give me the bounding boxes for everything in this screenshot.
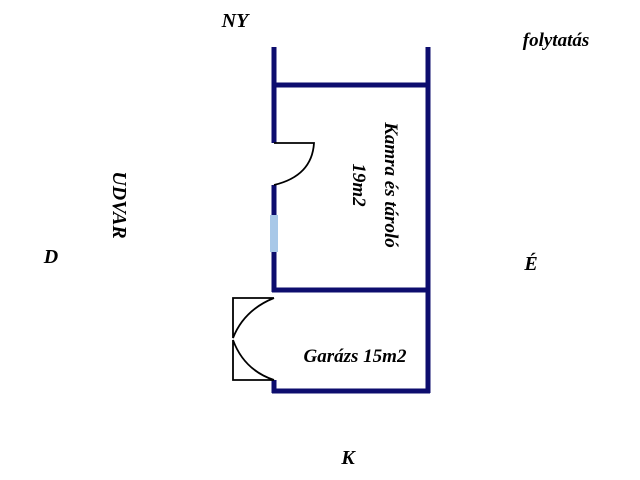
garage-door-swing (232, 297, 275, 381)
compass-east-label: É (523, 252, 537, 275)
compass-south-label: K (340, 447, 356, 469)
garage-label: Garázs 15m2 (304, 346, 407, 367)
walls (271, 47, 431, 394)
compass-north-label: NY (221, 10, 250, 32)
garage-door-leaf-lower (232, 339, 275, 381)
storage-door-swing (273, 142, 315, 186)
storage-room-name: Kamra és tároló (380, 121, 401, 248)
compass-west-label: D (43, 246, 58, 268)
courtyard-label: UDVAR (108, 171, 130, 238)
window (270, 215, 278, 252)
continuation-label: folytatás (523, 30, 590, 51)
garage-door-leaf-upper (232, 297, 275, 339)
storage-room-area: 19m2 (348, 163, 369, 207)
